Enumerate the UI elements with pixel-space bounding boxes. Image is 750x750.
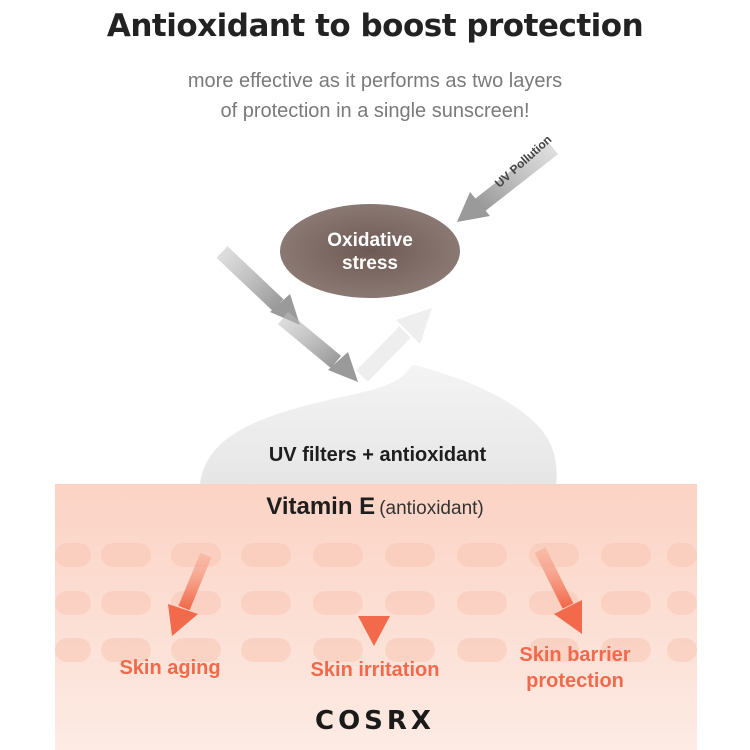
subtitle-line-2: of protection in a single sunscreen! bbox=[220, 100, 530, 122]
skin-barrier-arrow bbox=[534, 547, 582, 634]
vitamin-e-label: Vitamin E(antioxidant) bbox=[0, 493, 750, 521]
vitamin-e-role: (antioxidant) bbox=[379, 498, 484, 519]
effect-skin-barrier-line-1: Skin barrier bbox=[519, 644, 631, 666]
effect-skin-barrier: Skin barrier protection bbox=[490, 642, 660, 694]
subtitle: more effective as it performs as two lay… bbox=[120, 66, 630, 126]
sunscreen-layer-label: UV filters + antioxidant bbox=[268, 444, 487, 466]
subtitle-line-1: more effective as it performs as two lay… bbox=[187, 70, 563, 92]
reflection-arrow bbox=[356, 308, 432, 382]
effect-skin-irritation: Skin irritation bbox=[280, 657, 470, 683]
sunscreen-layer bbox=[200, 365, 557, 484]
skin-cell-pattern bbox=[55, 543, 697, 662]
oxidative-stress-line-1: Oxidative bbox=[327, 230, 413, 251]
skin-aging-arrow bbox=[168, 552, 212, 636]
uv-incoming-arrow bbox=[216, 246, 358, 382]
effect-skin-irritation-line-1: Skin irritation bbox=[310, 659, 440, 681]
uv-pollution-arrow bbox=[457, 141, 558, 222]
vitamin-e-name: Vitamin E bbox=[266, 493, 376, 520]
skin-irritation-arrow bbox=[358, 558, 390, 646]
oxidative-stress-label: Oxidative stress bbox=[280, 229, 460, 275]
effect-skin-barrier-line-2: protection bbox=[526, 670, 624, 692]
oxidative-stress-line-2: stress bbox=[342, 253, 398, 274]
oxidative-stress-blob bbox=[280, 204, 460, 298]
brand-logo: COSRX bbox=[315, 706, 435, 736]
effect-skin-aging: Skin aging bbox=[85, 655, 255, 681]
page-title: Antioxidant to boost protection bbox=[106, 8, 644, 44]
effect-skin-aging-line-1: Skin aging bbox=[119, 657, 221, 679]
